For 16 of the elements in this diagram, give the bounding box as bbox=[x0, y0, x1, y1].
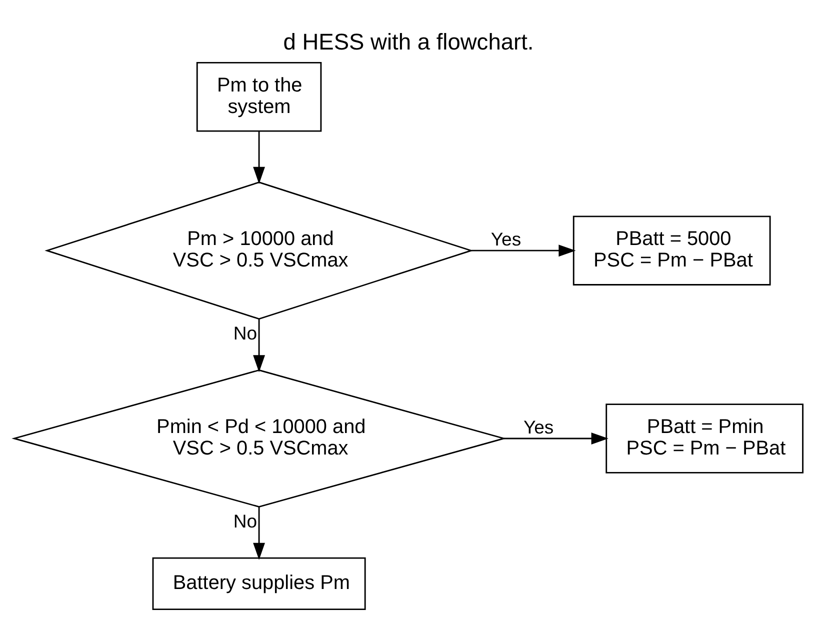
arrow bbox=[253, 319, 266, 372]
node-diamond: Pmin < Pd < 10000 and VSC > 0.5 VSCmax bbox=[12, 369, 507, 508]
arrow bbox=[253, 506, 266, 560]
edge-label: No bbox=[233, 510, 258, 532]
arrow bbox=[253, 131, 266, 184]
arrow bbox=[504, 432, 608, 444]
node-box: Pm to the system bbox=[196, 62, 322, 132]
node-box: PBatt = 5000 PSC = Pm − PBat bbox=[572, 216, 771, 286]
edge-label: Yes bbox=[523, 416, 554, 438]
edge-label: No bbox=[233, 322, 258, 344]
node-diamond: Pm > 10000 and VSC > 0.5 VSCmax bbox=[44, 182, 474, 320]
caption: d HESS with a flowchart. bbox=[283, 28, 534, 55]
arrow bbox=[471, 244, 576, 257]
node-box: Battery supplies Pm bbox=[152, 557, 366, 610]
node-box: PBatt = Pmin PSC = Pm − PBat bbox=[606, 404, 804, 474]
edge-label: Yes bbox=[490, 228, 522, 250]
